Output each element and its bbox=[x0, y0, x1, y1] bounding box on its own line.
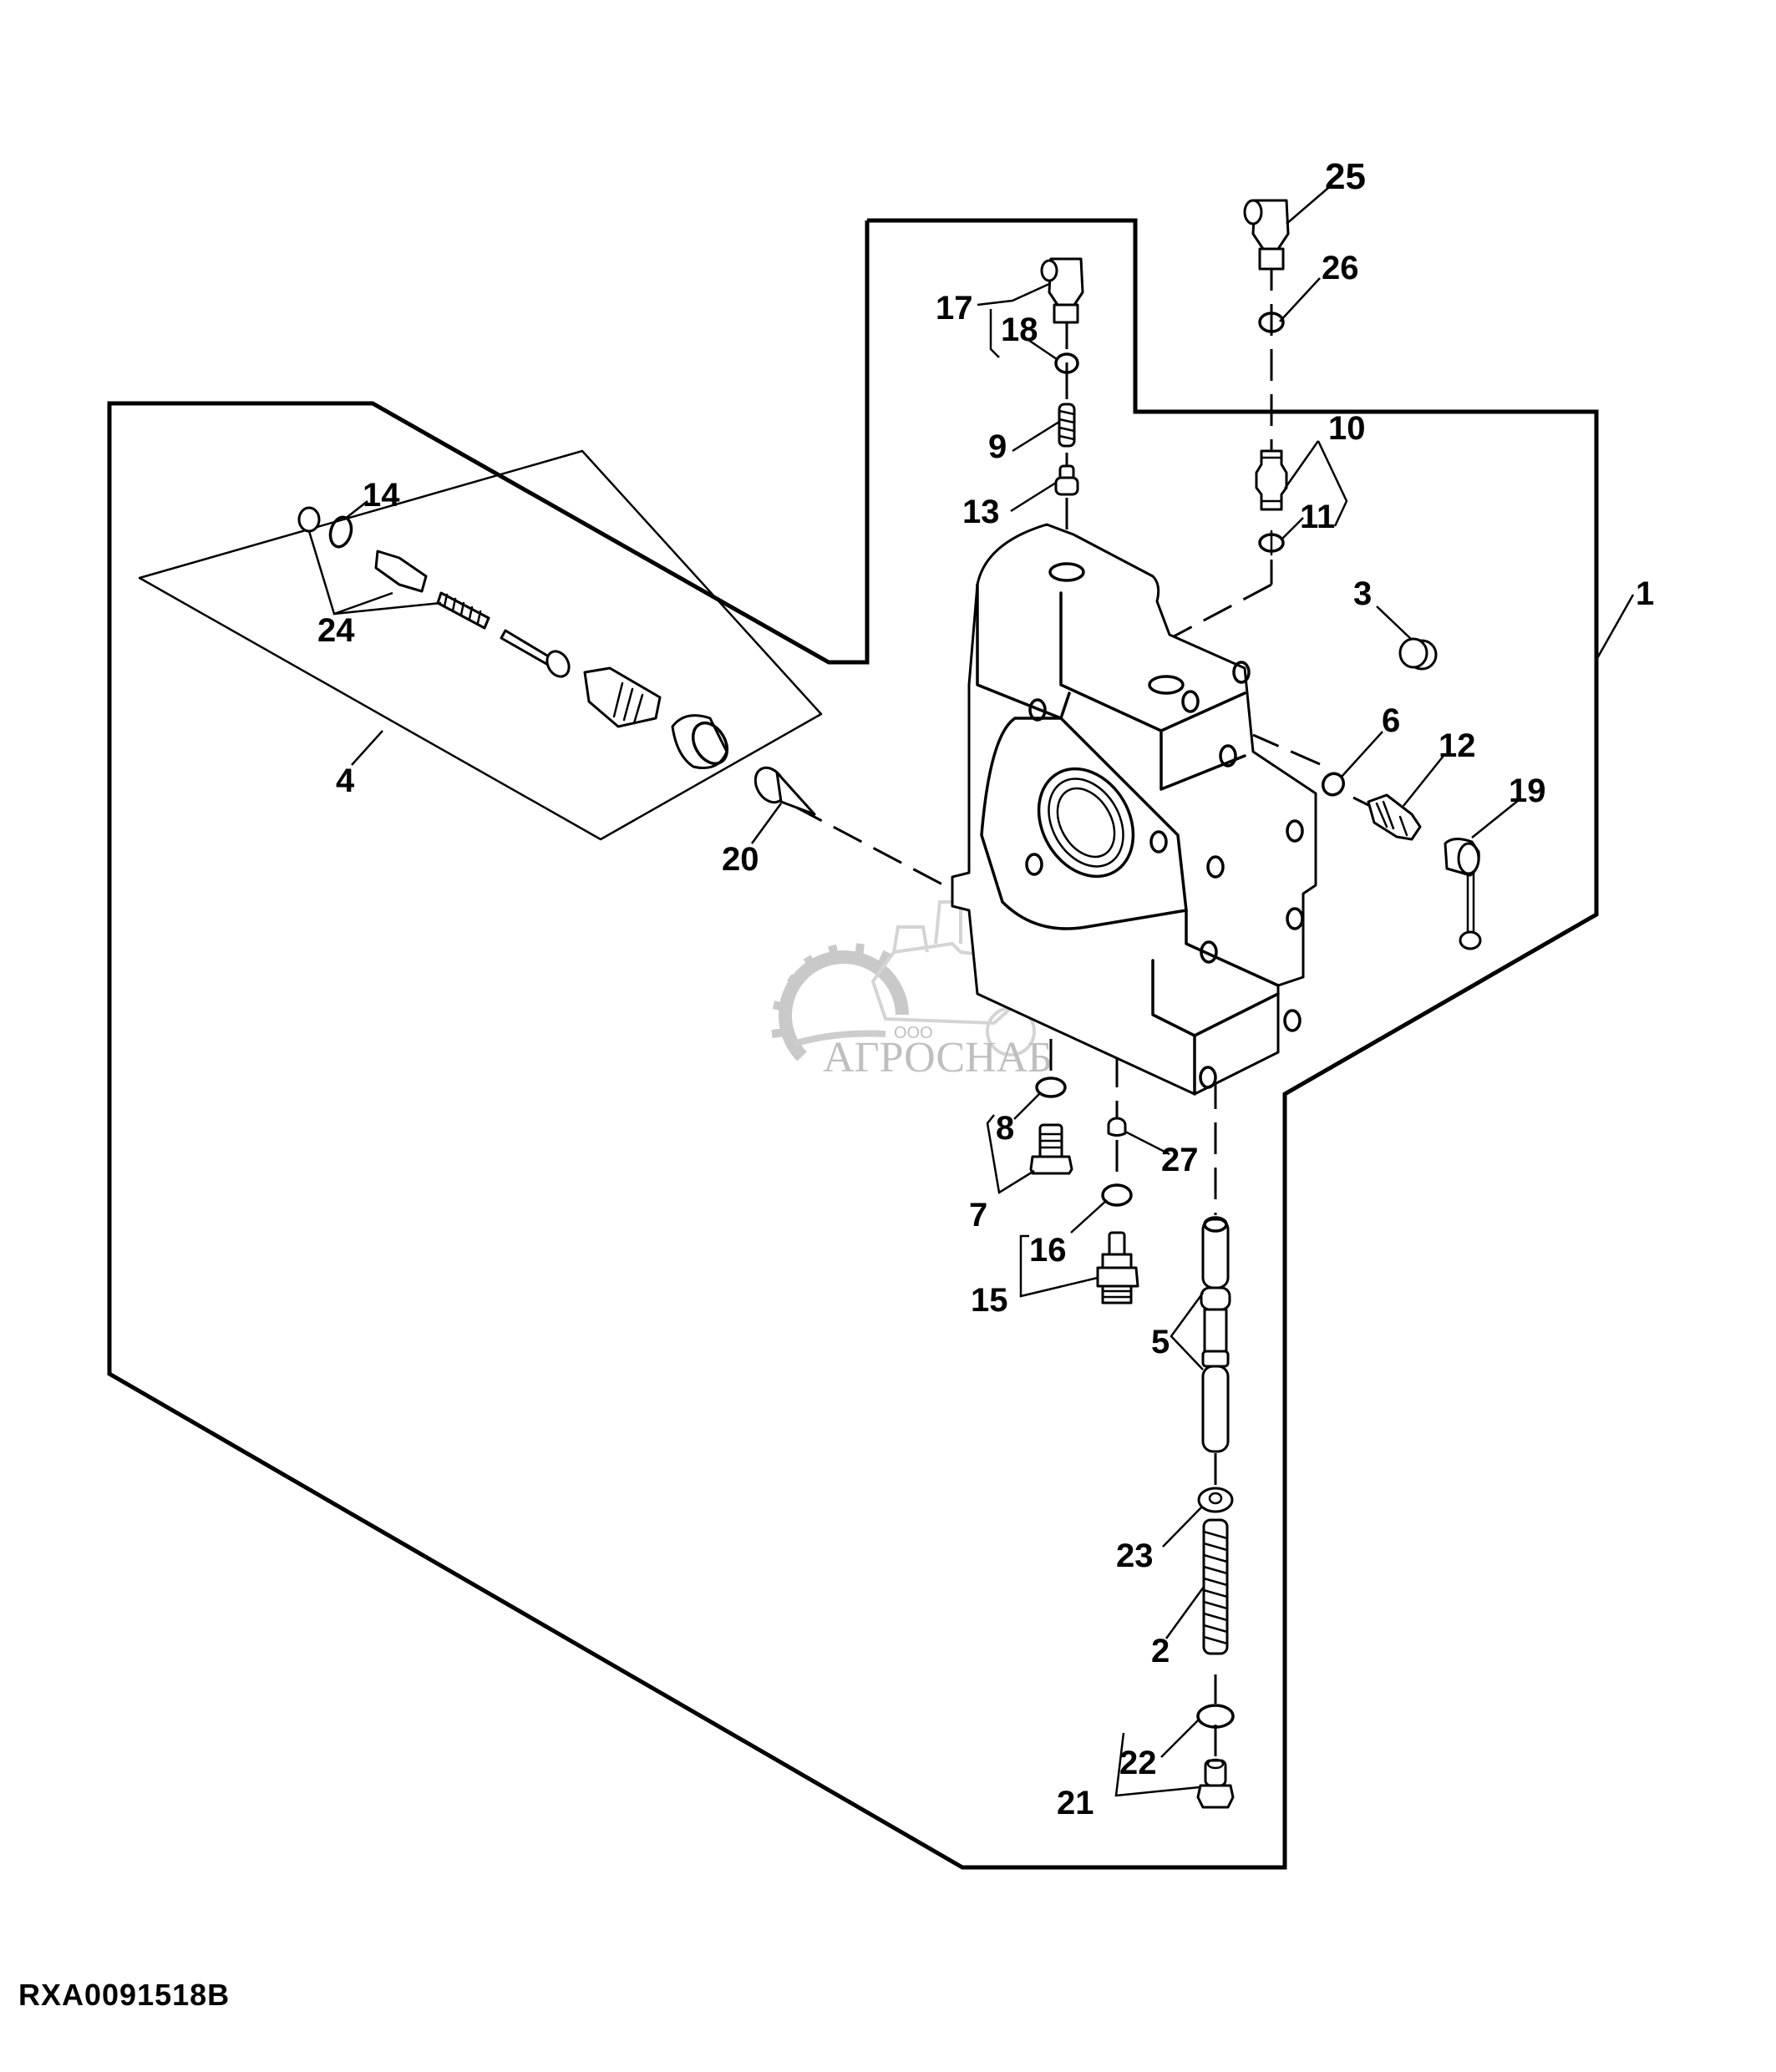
part-4-poppet bbox=[500, 629, 553, 666]
callout-5: 5 bbox=[1151, 1324, 1170, 1360]
callout-14: 14 bbox=[363, 477, 400, 514]
part-25-elbow-fitting bbox=[1243, 199, 1290, 271]
watermark-gear-teeth bbox=[771, 943, 891, 1038]
watermark-logo: ООО АГРОСНАБ bbox=[771, 900, 1053, 1082]
part-17-elbow-fitting bbox=[1040, 257, 1084, 324]
part-27-plug bbox=[1107, 1117, 1127, 1137]
part-20-plug bbox=[754, 766, 816, 816]
callout-3: 3 bbox=[1353, 575, 1372, 612]
callout-8: 8 bbox=[996, 1110, 1014, 1147]
part-4-body bbox=[583, 666, 662, 728]
callout-18: 18 bbox=[1001, 312, 1038, 348]
assembly-outline-housing bbox=[107, 218, 1599, 1870]
part-22-o-ring bbox=[1196, 1704, 1235, 1729]
part-24-nut bbox=[297, 506, 321, 533]
callout-17: 17 bbox=[936, 290, 973, 327]
part-19-dust-cap bbox=[1444, 838, 1482, 950]
callout-27: 27 bbox=[1161, 1142, 1199, 1178]
relief-valve-cartridge bbox=[297, 506, 729, 769]
callout-22: 22 bbox=[1119, 1745, 1157, 1781]
callout-11: 11 bbox=[1300, 499, 1335, 535]
watermark-brand: АГРОСНАБ bbox=[823, 1034, 1053, 1082]
callout-16: 16 bbox=[1029, 1232, 1067, 1269]
callout-10: 10 bbox=[1328, 410, 1366, 447]
part-11-o-ring bbox=[1258, 529, 1285, 556]
part-21-plug bbox=[1196, 1758, 1235, 1809]
callout-7: 7 bbox=[969, 1197, 987, 1234]
part-8-o-ring bbox=[1035, 1077, 1067, 1098]
callout-labels: 1 2 3 4 5 6 7 8 9 10 11 12 13 14 15 16 1… bbox=[317, 156, 1654, 1821]
callout-1: 1 bbox=[1636, 575, 1654, 612]
callout-25: 25 bbox=[1325, 156, 1366, 197]
part-9-spring bbox=[1058, 403, 1076, 448]
leader-lines bbox=[307, 187, 1635, 1797]
part-15-sensor-fitting bbox=[1096, 1231, 1139, 1304]
callout-23: 23 bbox=[1116, 1538, 1154, 1574]
part-18-o-ring bbox=[1054, 352, 1079, 374]
part-10-adapter-fitting bbox=[1255, 449, 1288, 511]
watermark-gear-icon bbox=[779, 950, 909, 1061]
part-2-spring bbox=[1202, 1518, 1229, 1655]
part-3-cap bbox=[1398, 637, 1438, 671]
part-13-plug bbox=[1054, 464, 1079, 496]
callout-26: 26 bbox=[1322, 250, 1359, 286]
part-7-plug bbox=[1029, 1123, 1073, 1175]
part-16-o-ring bbox=[1101, 1183, 1133, 1207]
housing-bolt-holes bbox=[1025, 661, 1304, 1089]
part-26-o-ring bbox=[1258, 312, 1285, 333]
watermark-prefix: ООО bbox=[894, 1024, 933, 1042]
callout-13: 13 bbox=[962, 494, 1000, 530]
part-24-spring bbox=[436, 591, 490, 630]
callout-24: 24 bbox=[317, 612, 355, 649]
callout-2: 2 bbox=[1151, 1633, 1170, 1669]
callout-21: 21 bbox=[1057, 1785, 1094, 1821]
callout-4: 4 bbox=[336, 762, 355, 799]
part-6-o-ring bbox=[1321, 772, 1346, 797]
part-24-seat bbox=[374, 550, 428, 593]
valve-housing bbox=[951, 523, 1317, 1096]
part-23-washer bbox=[1197, 1487, 1234, 1513]
relief-valve-inset-outline bbox=[138, 449, 823, 841]
callout-6: 6 bbox=[1382, 702, 1400, 739]
callout-9: 9 bbox=[988, 428, 1007, 465]
callout-12: 12 bbox=[1439, 727, 1476, 764]
part-12-fitting bbox=[1367, 793, 1422, 841]
callout-19: 19 bbox=[1509, 773, 1546, 809]
figure-code: RXA0091518B bbox=[18, 1978, 231, 2012]
part-14-o-ring bbox=[328, 515, 353, 549]
callout-20: 20 bbox=[722, 841, 759, 878]
part-5-spool bbox=[1200, 1216, 1231, 1453]
callout-15: 15 bbox=[971, 1282, 1008, 1319]
